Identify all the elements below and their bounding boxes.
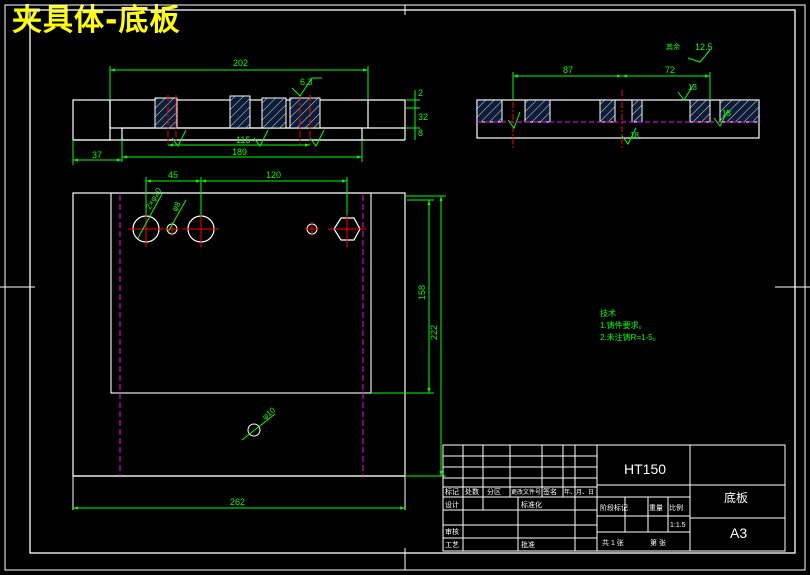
tb-di-zhang: 第 张 [650,538,666,547]
title-block [442,444,786,552]
tb-zhongliang: 重量 [649,504,663,512]
dim-32: 32 [418,112,428,122]
front-section-view [72,95,406,145]
front-dimensions [72,66,420,165]
side-dimensions [507,49,729,145]
tb-h-qianming: 签名 [543,487,557,496]
tb-h-chushu: 处数 [465,487,479,496]
dim-115: 115 [236,135,250,145]
tb-bili: 比例 [669,503,683,512]
notes-line-2: 2.未注铸R=1-5。 [600,332,661,342]
notes-heading: 技术 [600,308,616,318]
dim-45: 45 [168,170,178,180]
tb-gongyi: 工艺 [445,541,459,549]
tb-jieduan: 阶段标记 [600,503,628,512]
dim-phi8: φ8 [170,200,183,213]
dim-37: 37 [92,150,102,160]
tb-part-name: 底板 [724,490,748,505]
tb-sheet-size: A3 [730,525,747,541]
dim-sec-r13: 13 [722,109,731,118]
tb-biaozhunhua: 标准化 [521,500,542,509]
tb-gong-zhang: 共 1 张 [602,538,624,547]
dim-262: 262 [230,497,245,507]
tb-shenhe: 审核 [445,527,459,536]
dim-87: 87 [563,65,573,75]
dim-158: 158 [417,285,427,300]
side-section-view [476,90,760,148]
dim-2: 2 [418,88,423,98]
tb-h-biaoji: 标记 [445,487,459,496]
tb-material: HT150 [624,461,666,477]
tb-sheji: 设计 [445,500,459,509]
dim-222: 222 [429,325,439,340]
title-block-text: HT150 底板 A3 1:1.5 标记 处数 分区 更改文件号 签名 年、月、… [445,461,748,549]
dim-72: 72 [665,65,675,75]
tb-h-fenqu: 分区 [487,487,501,496]
tb-pizhun: 批准 [521,540,535,549]
tb-h-genggai: 更改文件号 [511,488,541,496]
dim-rough-6-3: 6.3 [300,77,313,87]
dim-8: 8 [418,128,423,138]
dim-sec-13: 13 [688,83,697,92]
dim-2xphi20: 2×φ20 [144,186,164,211]
rough-other-label: 其余 [666,42,680,51]
plan-dimensions [73,177,446,510]
outer-border [0,4,810,571]
dim-sec-18: 18 [630,131,639,140]
tb-h-date: 年、月、日 [564,488,594,496]
dim-189: 189 [232,147,247,157]
dim-rough-12-5: 12.5 [695,42,713,52]
notes-line-1: 1.铸件要求。 [600,320,647,330]
tb-scale: 1:1.5 [670,522,686,529]
dim-phi10: φ10 [261,405,278,421]
dim-202: 202 [233,58,248,68]
plan-view [72,192,406,510]
dim-120: 120 [266,170,281,180]
